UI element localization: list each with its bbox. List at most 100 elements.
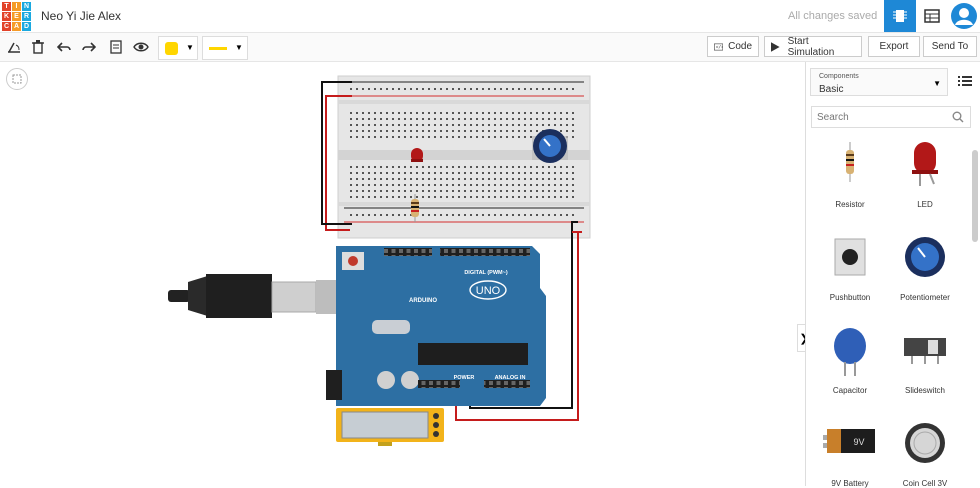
color-picker[interactable]: ▼ xyxy=(158,36,198,60)
potentiometer-component[interactable] xyxy=(532,129,568,163)
save-status: All changes saved xyxy=(788,10,878,22)
pushbutton-icon xyxy=(834,238,866,276)
redo-button[interactable] xyxy=(80,38,98,56)
undo-button[interactable] xyxy=(55,38,73,56)
arduino-uno-board[interactable]: UNO ARDUINO DIGITAL (PWM~) POWER ANALOG … xyxy=(326,246,546,406)
usb-cable xyxy=(168,274,336,318)
logo-tile: D xyxy=(22,22,31,31)
schematic-view-button[interactable] xyxy=(916,0,948,32)
component-pushbutton[interactable]: Pushbutton xyxy=(815,231,885,302)
component-label: Pushbutton xyxy=(829,293,871,302)
fit-view-button[interactable] xyxy=(6,68,28,90)
display-component[interactable] xyxy=(336,408,444,446)
battery-voltage: 9V xyxy=(853,437,864,447)
component-label: LED xyxy=(917,200,933,209)
export-label: Export xyxy=(879,41,909,52)
table-icon xyxy=(924,9,940,23)
component-slideswitch[interactable]: Slideswitch xyxy=(890,324,960,395)
circuit-view-button[interactable] xyxy=(884,0,916,32)
notes-icon xyxy=(110,40,122,54)
components-dropdown-label: Components xyxy=(819,73,859,80)
capacitor-icon xyxy=(834,328,866,376)
component-label: Potentiometer xyxy=(900,293,950,302)
slideswitch-icon xyxy=(904,338,946,364)
color-swatch xyxy=(165,42,178,55)
digital-label: DIGITAL (PWM~) xyxy=(464,270,508,276)
board-brand: ARDUINO xyxy=(409,298,437,304)
components-dropdown[interactable]: Components Basic ▼ xyxy=(810,68,948,96)
chevron-right-icon: ❯ xyxy=(799,332,809,345)
svg-text:</>: </> xyxy=(716,44,723,50)
send-to-label: Send To xyxy=(931,41,969,52)
send-to-button[interactable]: Send To xyxy=(923,36,977,57)
component-coin-cell[interactable]: Coin Cell 3V xyxy=(890,417,960,488)
workplane-canvas[interactable]: UNO ARDUINO DIGITAL (PWM~) POWER ANALOG … xyxy=(0,62,811,486)
component-led[interactable]: LED xyxy=(890,138,960,209)
start-simulation-button[interactable]: Start Simulation xyxy=(764,35,862,58)
components-dropdown-value: Basic xyxy=(819,84,844,95)
visibility-button[interactable] xyxy=(132,38,150,56)
export-button[interactable]: Export xyxy=(868,36,920,57)
logo-tile: C xyxy=(2,22,11,31)
wire-type-picker[interactable]: ▼ xyxy=(202,36,248,60)
code-label: Code xyxy=(728,41,752,52)
delete-button[interactable] xyxy=(29,38,47,56)
led-component[interactable] xyxy=(411,148,423,162)
chip-icon xyxy=(893,10,907,22)
component-potentiometer[interactable]: Potentiometer xyxy=(890,231,960,302)
logo-tile: K xyxy=(2,12,11,21)
logo-tile: N xyxy=(22,2,31,11)
component-label: 9V Battery xyxy=(831,479,869,488)
search-input[interactable]: Search xyxy=(811,106,971,128)
eye-icon xyxy=(133,42,149,52)
play-icon xyxy=(771,41,780,52)
component-capacitor[interactable]: Capacitor xyxy=(815,324,885,395)
logo-tile: I xyxy=(12,2,21,11)
components-panel: Components Basic ▼ Search Resistor LED P… xyxy=(805,62,980,488)
redo-icon xyxy=(82,42,96,52)
resistor-component[interactable] xyxy=(411,194,419,222)
trash-icon xyxy=(32,40,44,54)
chevron-down-icon: ▼ xyxy=(235,43,243,52)
code-button[interactable]: </> Code xyxy=(707,36,759,57)
fit-view-icon xyxy=(12,74,22,84)
coin-cell-icon xyxy=(905,423,945,463)
search-icon xyxy=(952,111,964,123)
code-icon: </> xyxy=(714,43,724,50)
potentiometer-icon xyxy=(905,237,945,277)
rotate-icon xyxy=(8,42,20,53)
logo-tile: R xyxy=(22,12,31,21)
component-label: Slideswitch xyxy=(904,386,945,395)
notes-button[interactable] xyxy=(107,38,125,56)
list-icon xyxy=(958,76,972,86)
component-9v-battery[interactable]: 9V 9V Battery xyxy=(815,417,885,488)
component-label: Resistor xyxy=(835,200,865,209)
caret-down-icon: ▼ xyxy=(933,79,941,88)
power-label: POWER xyxy=(454,375,475,381)
circuit-scene: UNO ARDUINO DIGITAL (PWM~) POWER ANALOG … xyxy=(168,75,591,446)
component-resistor[interactable]: Resistor xyxy=(815,138,885,209)
board-model: UNO xyxy=(476,285,501,297)
battery-icon: 9V xyxy=(823,429,875,453)
edit-toolbar: ▼ ▼ </> Code Start Simulation Export Sen… xyxy=(0,33,980,62)
component-label: Coin Cell 3V xyxy=(902,479,948,488)
user-avatar[interactable] xyxy=(948,0,980,32)
resistor-icon xyxy=(846,142,854,182)
wire-style-icon xyxy=(209,47,227,50)
chevron-down-icon: ▼ xyxy=(186,43,194,52)
logo-tile: T xyxy=(2,2,11,11)
undo-icon xyxy=(57,42,71,52)
list-view-button[interactable] xyxy=(958,74,972,86)
led-icon xyxy=(912,142,938,186)
logo-tile: E xyxy=(12,12,21,21)
component-label: Capacitor xyxy=(832,386,868,395)
project-title[interactable]: Neo Yi Jie Alex xyxy=(41,9,122,23)
logo-tile: A xyxy=(12,22,21,31)
search-placeholder: Search xyxy=(817,112,849,123)
avatar-icon xyxy=(951,3,977,29)
panel-scrollbar[interactable] xyxy=(972,150,978,242)
rotate-button[interactable] xyxy=(5,38,23,56)
start-simulation-label: Start Simulation xyxy=(787,35,835,58)
